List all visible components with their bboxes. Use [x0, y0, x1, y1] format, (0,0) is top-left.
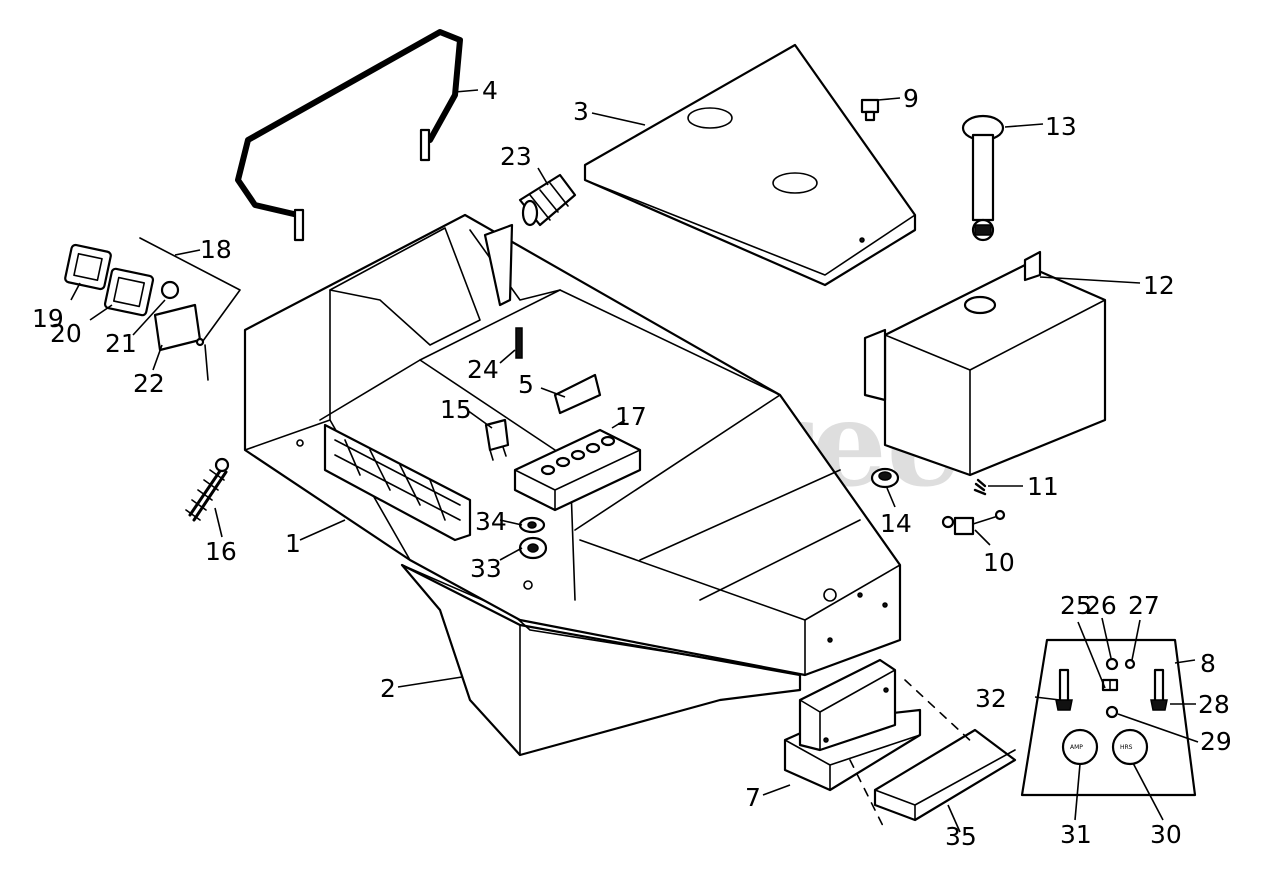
- part-8-instrument-panel[interactable]: AMP HRS: [1020, 638, 1197, 797]
- hour-gauge-label: HRS: [1120, 744, 1133, 751]
- amp-gauge-label: AMP: [1070, 744, 1083, 751]
- part-7-seat-block[interactable]: [783, 658, 922, 792]
- callout-31[interactable]: 31: [1060, 820, 1092, 849]
- part-4-handle[interactable]: [235, 29, 463, 242]
- callout-5[interactable]: 5: [518, 370, 534, 399]
- part-33-nut[interactable]: [518, 536, 548, 560]
- callout-19[interactable]: 19: [32, 304, 64, 333]
- part-3-hood[interactable]: [583, 43, 917, 287]
- callout-9[interactable]: 9: [903, 84, 919, 113]
- callout-13[interactable]: 13: [1045, 112, 1077, 141]
- callout-1[interactable]: 1: [285, 529, 301, 558]
- callout-2[interactable]: 2: [380, 674, 396, 703]
- callout-24[interactable]: 24: [467, 355, 499, 384]
- part-35-pad[interactable]: [849, 679, 1017, 831]
- part-11-clamp[interactable]: [973, 478, 987, 496]
- callout-21[interactable]: 21: [105, 329, 137, 358]
- callout-16[interactable]: 16: [205, 537, 237, 566]
- callout-3[interactable]: 3: [573, 97, 589, 126]
- callout-10[interactable]: 10: [983, 548, 1015, 577]
- callout-numbers: 1 2 3 4 5 7 8 9 10 11 12 13 14 15 16 17 …: [32, 76, 1232, 851]
- callout-22[interactable]: 22: [133, 369, 165, 398]
- callout-26[interactable]: 26: [1085, 591, 1117, 620]
- part-24-bolt[interactable]: [515, 327, 523, 359]
- callout-30[interactable]: 30: [1150, 820, 1182, 849]
- callout-8[interactable]: 8: [1200, 649, 1216, 678]
- part-17-battery[interactable]: [513, 428, 642, 512]
- callout-23[interactable]: 23: [500, 142, 532, 171]
- callout-34[interactable]: 34: [475, 507, 507, 536]
- part-18-light-assembly[interactable]: [64, 237, 241, 381]
- callout-20[interactable]: 20: [50, 319, 82, 348]
- callout-12[interactable]: 12: [1143, 271, 1175, 300]
- part-34-grommet[interactable]: [518, 516, 546, 534]
- part-5-clip[interactable]: [553, 373, 602, 415]
- body-grille: [323, 423, 472, 542]
- callout-25[interactable]: 25: [1060, 591, 1092, 620]
- callout-14[interactable]: 14: [880, 509, 912, 538]
- part-13-fuel-filler[interactable]: [961, 114, 1005, 242]
- callout-11[interactable]: 11: [1027, 472, 1059, 501]
- callout-7[interactable]: 7: [745, 783, 761, 812]
- part-9-knob[interactable]: [860, 98, 880, 122]
- callout-15[interactable]: 15: [440, 395, 472, 424]
- callout-4[interactable]: 4: [482, 76, 498, 105]
- callout-28[interactable]: 28: [1198, 690, 1230, 719]
- callout-17[interactable]: 17: [615, 402, 647, 431]
- callout-18[interactable]: 18: [200, 235, 232, 264]
- callout-32[interactable]: 32: [975, 684, 1007, 713]
- leader-lines: [70, 89, 1199, 833]
- part-10-fuel-valve[interactable]: [941, 509, 1006, 536]
- callout-35[interactable]: 35: [945, 822, 977, 851]
- part-23-grip[interactable]: [518, 173, 577, 227]
- callout-29[interactable]: 29: [1200, 727, 1232, 756]
- part-12-fuel-tank[interactable]: [863, 250, 1107, 477]
- callout-27[interactable]: 27: [1128, 591, 1160, 620]
- part-16-spring[interactable]: [185, 457, 230, 522]
- part-14-grommet[interactable]: [870, 467, 900, 489]
- callout-33[interactable]: 33: [470, 554, 502, 583]
